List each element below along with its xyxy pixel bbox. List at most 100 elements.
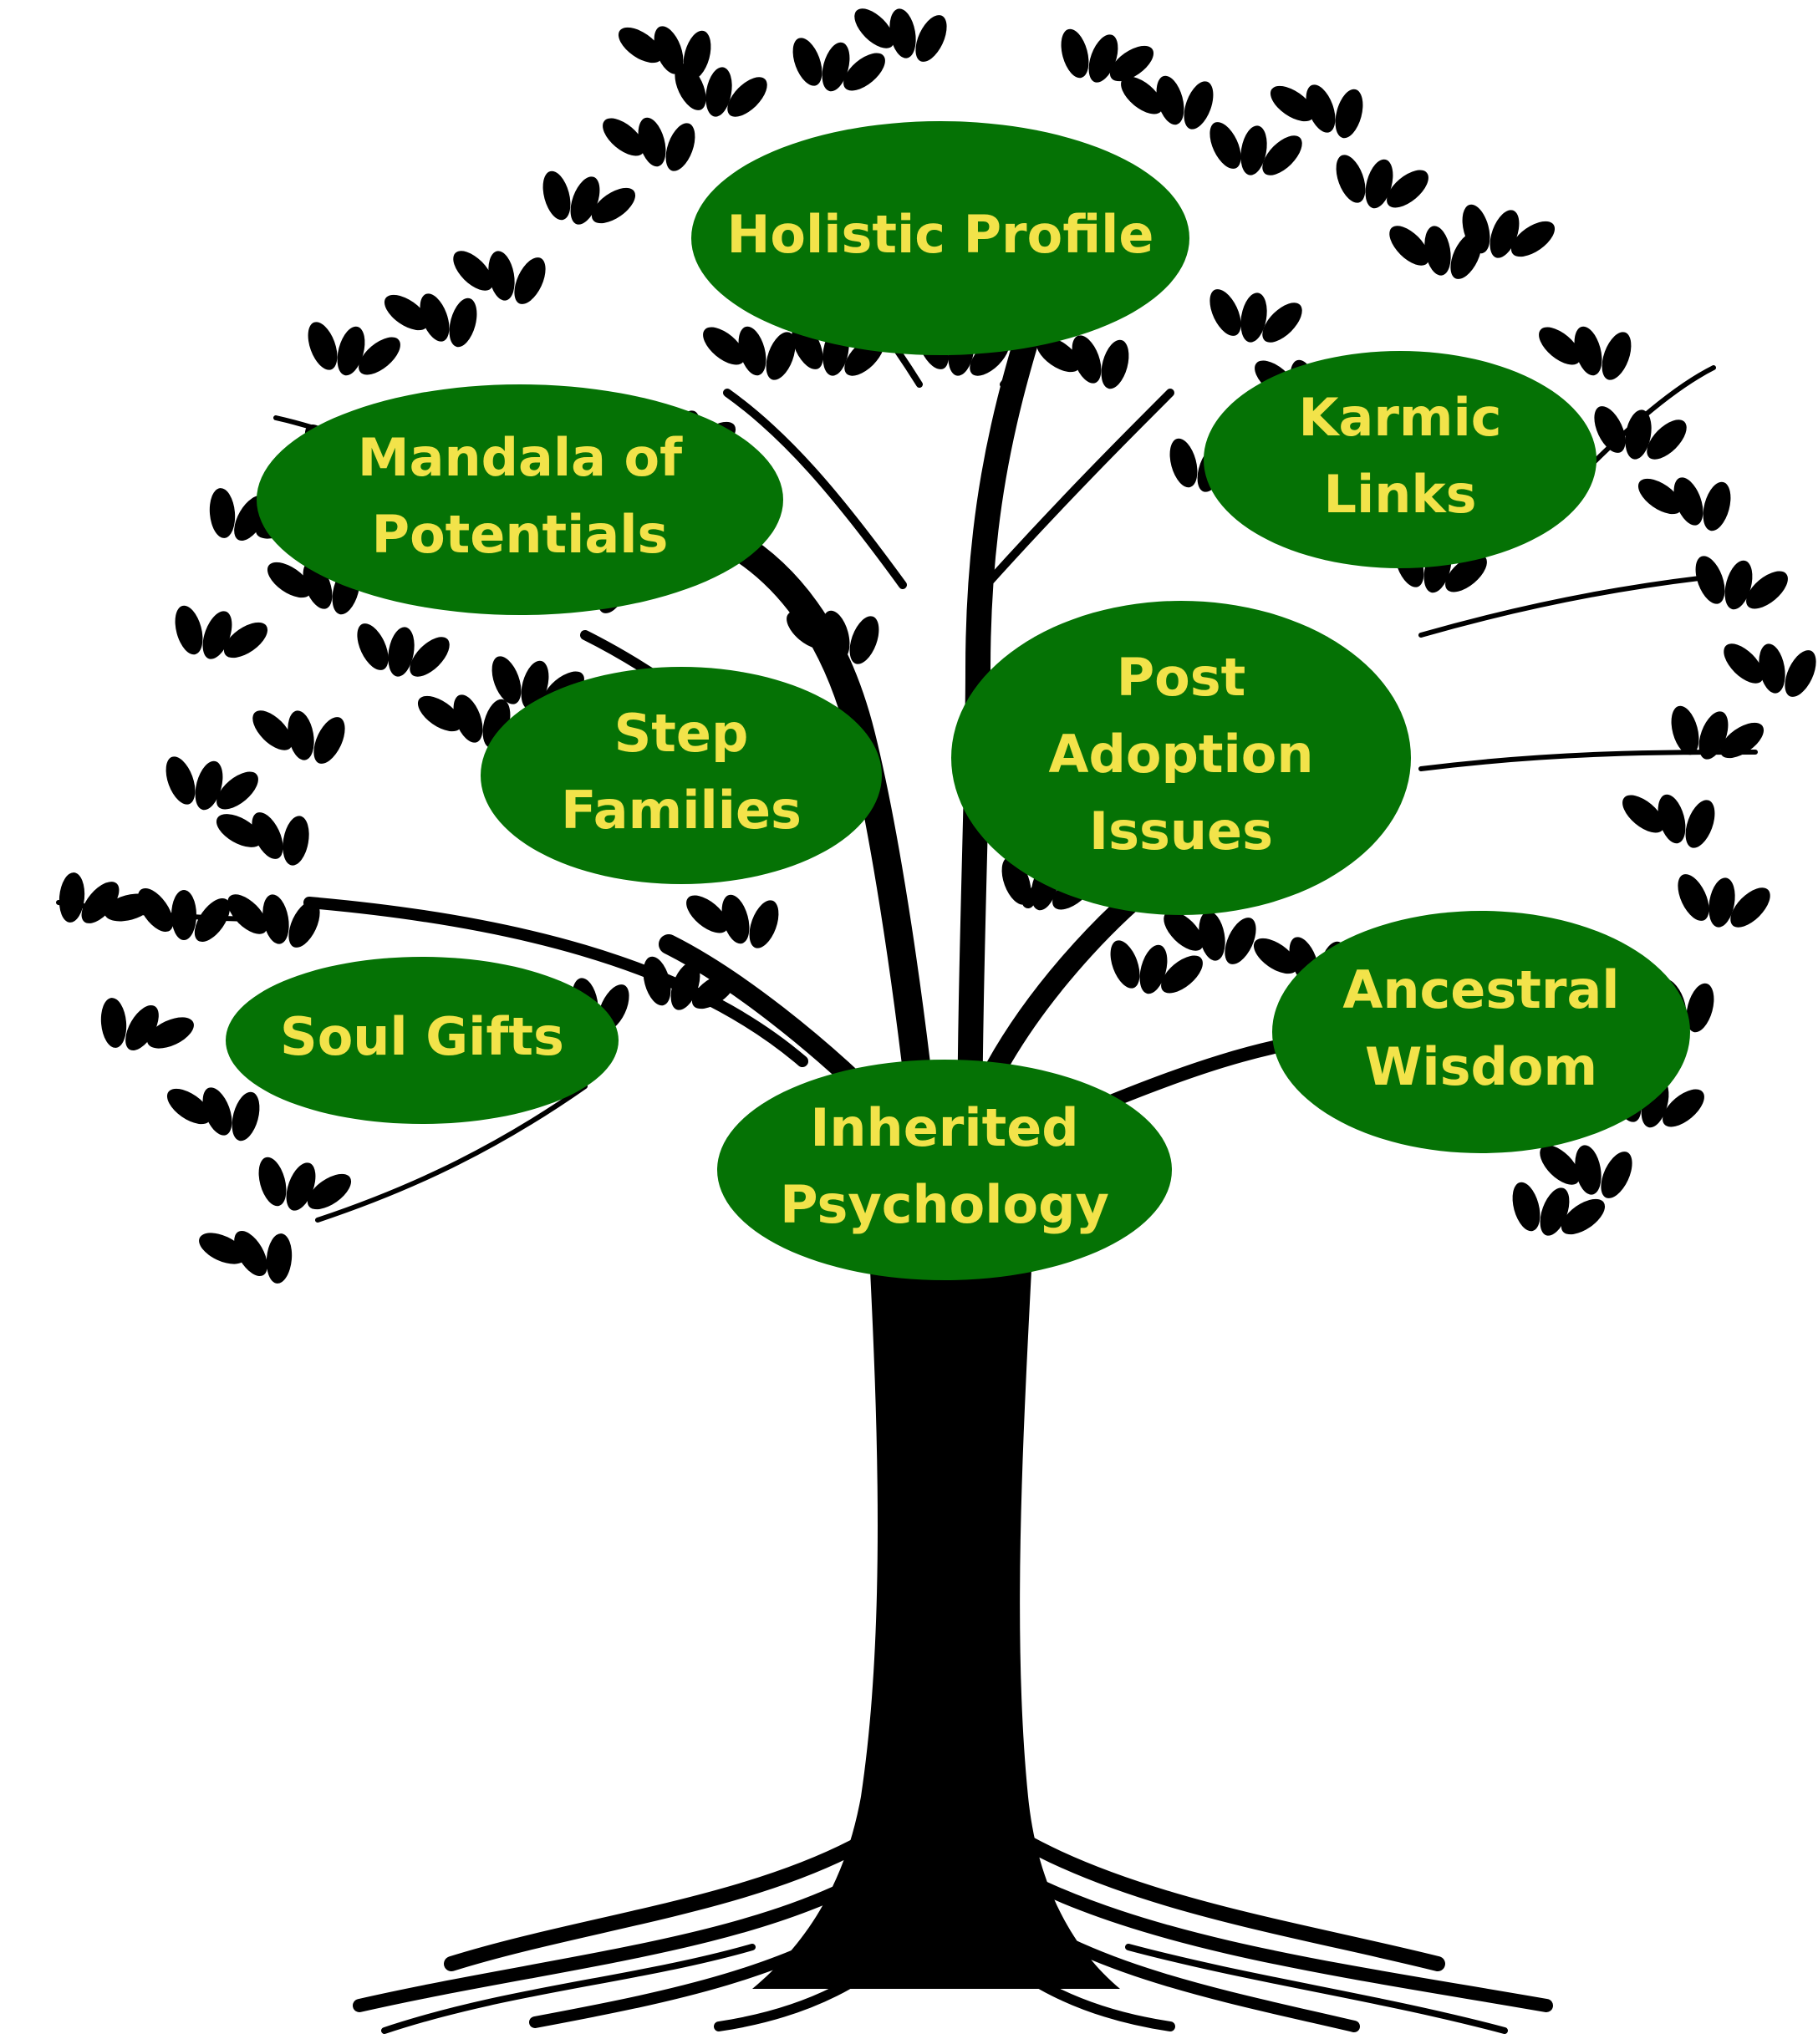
tree-trunk xyxy=(752,1253,1120,1989)
node-label: Step xyxy=(614,703,749,764)
leaf xyxy=(822,42,850,92)
tree-roots xyxy=(353,1831,1553,2034)
leaf xyxy=(665,123,695,171)
leaf xyxy=(1036,336,1081,373)
node-label: Mandala of xyxy=(358,427,683,488)
node-soul-gifts: Soul Gifts xyxy=(226,957,619,1124)
node-label: Wisdom xyxy=(1365,1036,1597,1097)
leaf xyxy=(307,1173,352,1210)
leaf xyxy=(1622,795,1664,833)
leaf xyxy=(1169,438,1198,488)
node-label: Adoption xyxy=(1049,724,1314,785)
leaf xyxy=(262,894,289,944)
leaf xyxy=(125,1004,159,1051)
leaf xyxy=(1262,303,1302,343)
leaf xyxy=(388,627,415,677)
leaf xyxy=(1663,1089,1704,1127)
leaf xyxy=(449,297,477,348)
leaf xyxy=(1209,289,1241,336)
leaf xyxy=(1759,643,1785,694)
node-ellipse xyxy=(717,1060,1172,1280)
leaf xyxy=(1602,332,1632,380)
leaf xyxy=(721,894,750,944)
leaf xyxy=(705,67,732,117)
leaf xyxy=(1703,481,1731,531)
node-label: Soul Gifts xyxy=(280,1006,564,1067)
node-label: Ancestral xyxy=(1342,959,1619,1020)
node-label: Post xyxy=(1117,647,1246,708)
leaf xyxy=(843,53,885,91)
leaf xyxy=(638,117,666,167)
leaf xyxy=(1671,705,1699,755)
leaf xyxy=(1785,650,1816,697)
leaf xyxy=(234,1230,267,1277)
leaf xyxy=(1164,911,1204,951)
leaf xyxy=(1724,560,1753,610)
leaf xyxy=(1686,983,1714,1033)
leaf xyxy=(59,872,85,923)
node-ellipse xyxy=(226,957,619,1124)
leaf xyxy=(202,1087,232,1136)
leaf xyxy=(81,882,120,923)
leaf xyxy=(384,294,429,331)
leaf xyxy=(1101,339,1129,389)
leaf xyxy=(199,1233,246,1264)
leaf xyxy=(1270,85,1315,122)
leaf xyxy=(1262,135,1302,175)
leaf xyxy=(266,1233,293,1284)
leaf xyxy=(1161,955,1203,994)
leaf xyxy=(232,1091,260,1141)
node-label: Issues xyxy=(1089,801,1273,862)
leaf xyxy=(727,77,767,117)
leaf xyxy=(195,760,223,811)
leaf xyxy=(1730,887,1770,928)
node-mandala-of-potentials: Mandala of Potentials xyxy=(257,384,783,615)
leaf xyxy=(100,998,127,1048)
leaf xyxy=(337,326,365,376)
leaf xyxy=(453,251,493,291)
leaf xyxy=(1601,1152,1632,1198)
leaf xyxy=(283,816,309,866)
leaf xyxy=(1121,76,1163,114)
leaf xyxy=(542,170,571,221)
leaf xyxy=(491,656,522,704)
leaf xyxy=(703,327,745,365)
leaf xyxy=(643,956,671,1006)
node-label: Links xyxy=(1323,464,1476,525)
node-ellipse xyxy=(951,601,1411,915)
leaf xyxy=(420,293,450,342)
node-label: Holistic Profile xyxy=(727,204,1154,265)
node-ellipse xyxy=(481,667,882,884)
node-ellipse xyxy=(1204,351,1596,568)
leaf xyxy=(854,8,894,48)
leaf xyxy=(1336,155,1366,203)
leaf xyxy=(1510,221,1556,257)
leaf xyxy=(1673,477,1703,526)
leaf xyxy=(453,694,483,743)
leaf xyxy=(591,187,636,224)
leaf xyxy=(1061,28,1089,79)
node-label: Karmic xyxy=(1298,387,1501,448)
leaf xyxy=(1574,326,1602,376)
leaf xyxy=(787,611,828,649)
node-label: Potentials xyxy=(372,504,669,565)
leaf xyxy=(488,251,515,301)
leaf xyxy=(1709,877,1735,928)
leaf xyxy=(1575,1145,1602,1195)
leaf xyxy=(792,38,822,86)
leaf xyxy=(357,623,389,670)
node-ellipse xyxy=(691,121,1189,355)
leaf xyxy=(166,756,196,805)
leaf xyxy=(1335,89,1363,139)
leaf xyxy=(691,973,736,1009)
node-ellipse xyxy=(1272,911,1690,1153)
leaf xyxy=(267,562,312,598)
leaf xyxy=(1719,722,1765,759)
leaf xyxy=(1512,1182,1540,1232)
leaf xyxy=(889,8,916,58)
leaf xyxy=(288,710,314,760)
leaf xyxy=(1184,81,1214,130)
